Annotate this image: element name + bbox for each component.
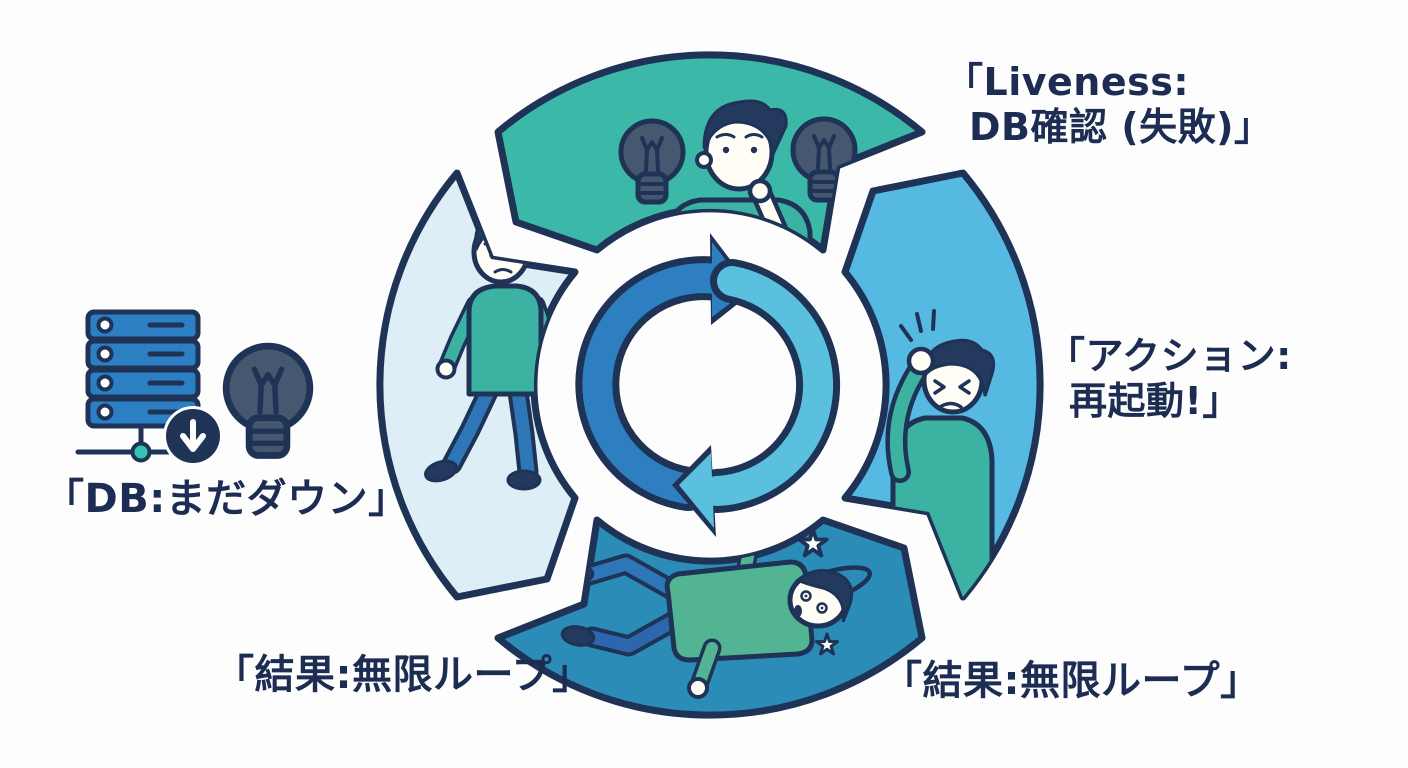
down-arrow-badge-icon <box>163 406 223 466</box>
idea-bulb-unlit-icon <box>226 346 310 455</box>
cycle-refresh-arrows <box>575 233 841 537</box>
hair <box>924 338 996 397</box>
label-liveness-line2: DB確認 (失敗)」 <box>969 104 1273 149</box>
hair <box>702 99 788 157</box>
label-liveness-line1: 「Liveness: <box>945 60 1190 104</box>
label-action-line1: 「アクション: <box>1047 334 1292 378</box>
network-link <box>75 426 175 463</box>
database-server-down-icon <box>75 309 310 466</box>
label-db-still-down: 「DB:まだダウン」 <box>44 476 409 522</box>
label-result-infinite-loop-right: 「結果:無限ループ」 <box>882 658 1261 704</box>
hair <box>795 569 854 623</box>
man-dizzy-lying-down <box>559 520 872 699</box>
cycle-arrow-light <box>672 259 841 537</box>
man-frustrated-fist-to-head <box>885 309 996 597</box>
stress-marks <box>899 309 936 342</box>
label-action-line2: 再起動!」 <box>1069 378 1241 423</box>
label-action-restart: 「アクション: 再起動!」 <box>1047 334 1292 424</box>
server-rack-icon <box>85 309 201 429</box>
label-result-infinite-loop-left: 「結果:無限ループ」 <box>214 652 593 698</box>
label-liveness-check: 「Liveness: DB確認 (失敗)」 <box>945 60 1272 150</box>
